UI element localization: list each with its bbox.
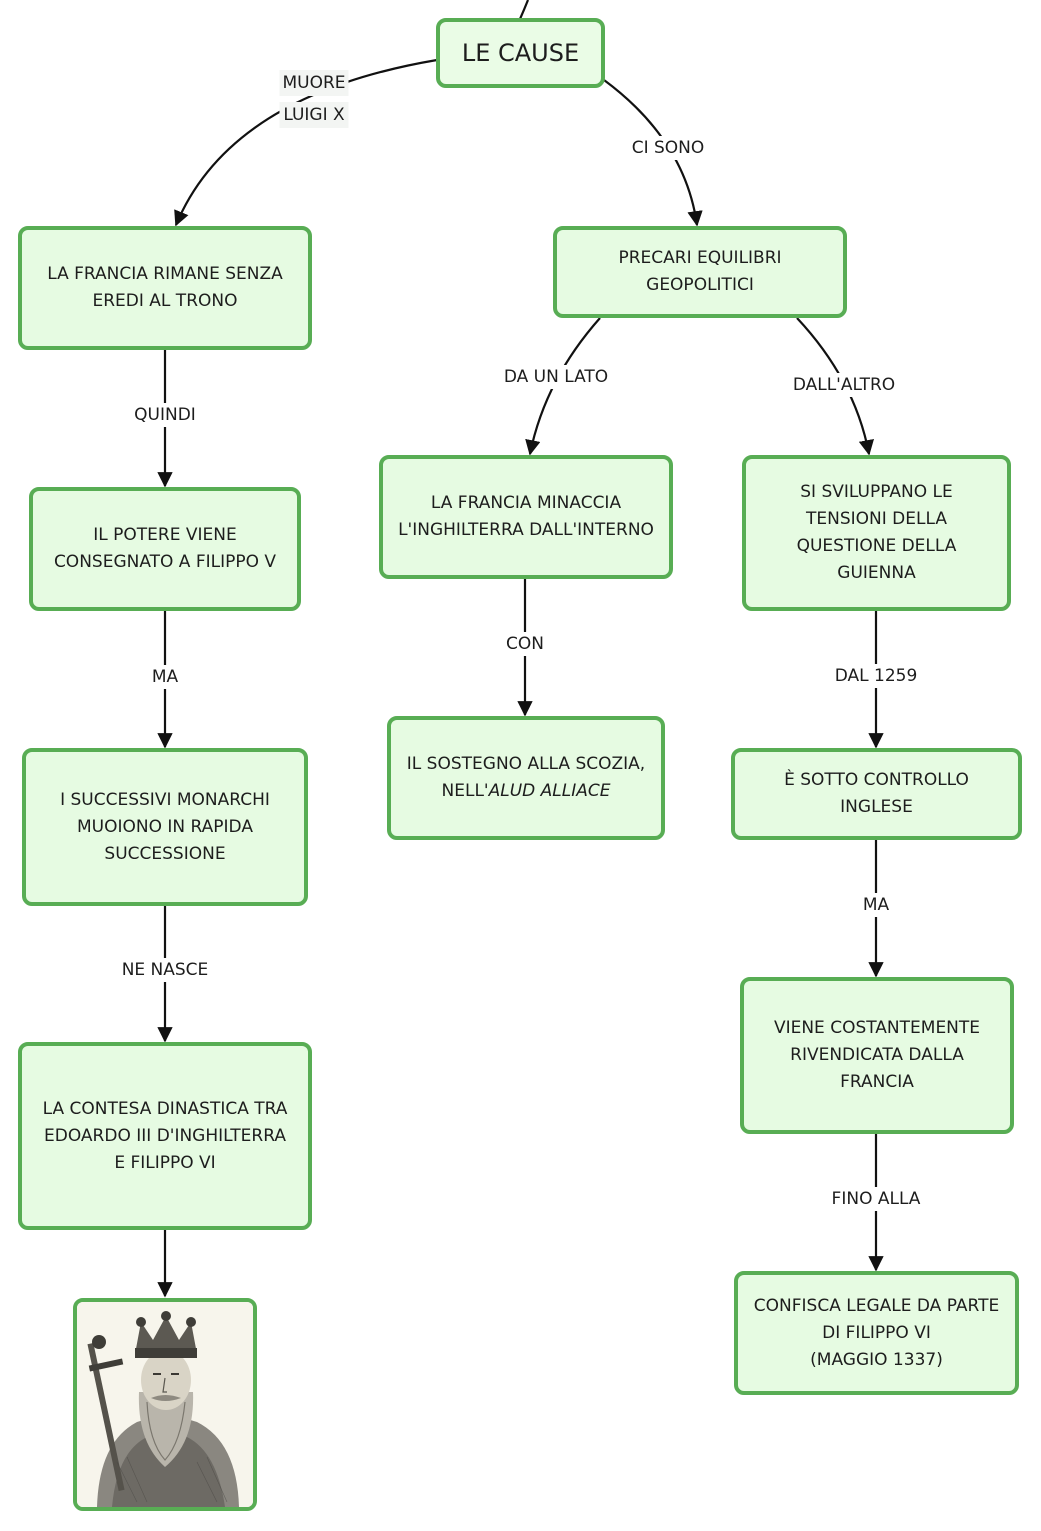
link-label-con: CON [503, 632, 547, 656]
link-label-luigi-x: LUIGI X [279, 102, 349, 128]
node-sostegno-scozia[interactable]: IL SOSTEGNO ALLA SCOZIA, NELL'ALUD ALLIAC… [387, 716, 665, 840]
node-contesa-dinastica-text: LA CONTESA DINASTICA TRA EDOARDO III D'I… [42, 1098, 288, 1173]
link-label-dal-1259: DAL 1259 [831, 664, 921, 688]
portrait-image [73, 1298, 257, 1511]
portrait-icon [77, 1302, 253, 1507]
node-francia-minaccia[interactable]: LA FRANCIA MINACCIA L'INGHILTERRA DALL'I… [379, 455, 673, 579]
link-label-fino-alla: FINO ALLA [828, 1187, 924, 1211]
node-precari-equilibri-text: PRECARI EQUILIBRI GEOPOLITICI [618, 248, 782, 295]
node-controllo-inglese-text: È SOTTO CONTROLLO INGLESE [784, 770, 969, 817]
node-precari-equilibri[interactable]: PRECARI EQUILIBRI GEOPOLITICI [553, 226, 847, 318]
node-sostegno-scozia-prefix: NELL' [441, 781, 489, 801]
node-monarchi-muoiono-text: I SUCCESSIVI MONARCHI MUOIONO IN RAPIDA … [60, 789, 270, 864]
node-le-cause-text: LE CAUSE [461, 39, 580, 67]
node-francia-senza-eredi-text: LA FRANCIA RIMANE SENZA EREDI AL TRONO [47, 264, 283, 311]
node-sostegno-scozia-italic: ALUD ALLIACE [488, 781, 611, 801]
node-sostegno-scozia-line1: IL SOSTEGNO ALLA SCOZIA, [406, 754, 646, 774]
edge-incoming-root [518, 0, 530, 20]
node-monarchi-muoiono[interactable]: I SUCCESSIVI MONARCHI MUOIONO IN RAPIDA … [22, 748, 308, 906]
node-confisca-legale[interactable]: CONFISCA LEGALE DA PARTE DI FILIPPO VI (… [734, 1271, 1019, 1395]
edge-muore-luigi-x [174, 58, 438, 227]
node-francia-senza-eredi[interactable]: LA FRANCIA RIMANE SENZA EREDI AL TRONO [18, 226, 312, 350]
link-label-quindi: QUINDI [131, 403, 199, 427]
link-label-dall-altro: DALL'ALTRO [789, 373, 899, 397]
node-le-cause[interactable]: LE CAUSE [436, 18, 605, 88]
link-label-ci-sono: CI SONO [628, 136, 708, 160]
node-potere-filippo-v[interactable]: IL POTERE VIENE CONSEGNATO A FILIPPO V [29, 487, 301, 611]
link-label-ma-left: MA [148, 665, 182, 689]
link-label-muore-luigi-x: MUORE LUIGI X [279, 64, 349, 134]
node-rivendicata-francia-text: VIENE COSTANTEMENTE RIVENDICATA DALLA FR… [773, 1018, 981, 1092]
link-label-ne-nasce: NE NASCE [118, 958, 212, 982]
link-label-da-un-lato: DA UN LATO [500, 365, 612, 389]
node-tensioni-guienna-text: SI SVILUPPANO LE TENSIONI DELLA QUESTION… [796, 482, 957, 583]
node-francia-minaccia-text: LA FRANCIA MINACCIA L'INGHILTERRA DALL'I… [398, 493, 654, 540]
node-confisca-legale-text: CONFISCA LEGALE DA PARTE DI FILIPPO VI (… [753, 1295, 1000, 1370]
node-contesa-dinastica[interactable]: LA CONTESA DINASTICA TRA EDOARDO III D'I… [18, 1042, 312, 1230]
node-tensioni-guienna[interactable]: SI SVILUPPANO LE TENSIONI DELLA QUESTION… [742, 455, 1011, 611]
link-label-ma-right: MA [859, 893, 893, 917]
link-label-muore: MUORE [279, 70, 349, 96]
node-sostegno-scozia-text: IL SOSTEGNO ALLA SCOZIA, NELL'ALUD ALLIAC… [407, 751, 645, 805]
node-controllo-inglese[interactable]: È SOTTO CONTROLLO INGLESE [731, 748, 1022, 840]
node-rivendicata-francia[interactable]: VIENE COSTANTEMENTE RIVENDICATA DALLA FR… [740, 977, 1014, 1134]
node-potere-filippo-v-text: IL POTERE VIENE CONSEGNATO A FILIPPO V [53, 525, 277, 572]
